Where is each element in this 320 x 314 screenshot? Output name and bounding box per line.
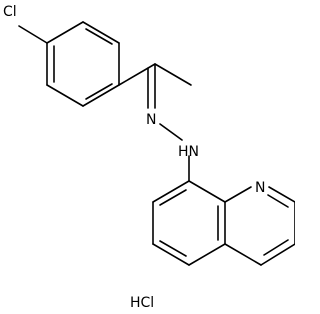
ring-bond — [260, 243, 295, 266]
ring-double-bond — [263, 239, 289, 256]
ring-bond — [152, 180, 190, 203]
hydrazine-nh-label: HN — [178, 144, 199, 160]
ring-bond — [152, 243, 190, 266]
ring-double-bond — [85, 83, 113, 100]
ring-double-bond — [159, 189, 187, 206]
structure-diagram: Cl N HN N HCl — [3, 4, 295, 311]
ring-bond — [82, 84, 120, 107]
ring-double-bond — [267, 194, 289, 208]
ring-bond — [188, 243, 226, 266]
methyl-bond — [154, 63, 192, 86]
quinoline-pyridine-ring — [224, 186, 295, 266]
ring-double-bond — [85, 28, 113, 45]
n-n-bond — [159, 123, 183, 141]
ring-double-bond — [159, 240, 187, 257]
ring-bond — [224, 243, 262, 266]
c-cl-bond — [18, 25, 48, 44]
molecule-canvas: Cl N HN N HCl — [3, 4, 295, 311]
ring-bond — [46, 21, 84, 44]
ring-bond — [82, 21, 120, 44]
hcl-salt-label: HCl — [130, 295, 154, 311]
ring-bond — [268, 186, 295, 203]
ring-bond — [46, 84, 84, 107]
ring-bond — [224, 186, 252, 203]
aryl-imine-bond — [118, 63, 156, 86]
quinoline-benzo-ring — [152, 180, 226, 266]
ring-bond — [188, 180, 226, 203]
quinoline-nitrogen-label: N — [255, 180, 265, 196]
chlorine-atom-label: Cl — [3, 4, 17, 20]
chlorophenyl-ring — [46, 21, 120, 107]
imine-nitrogen-label: N — [146, 112, 156, 128]
